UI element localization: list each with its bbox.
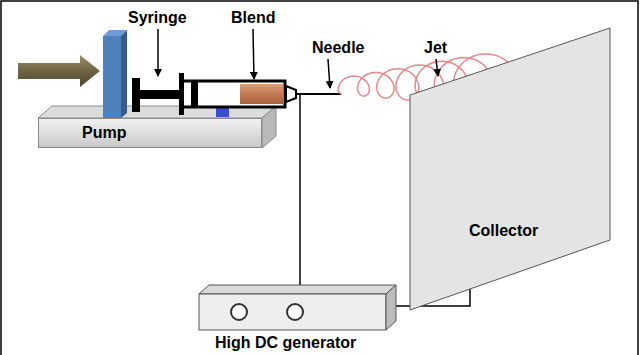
leader-line [157,29,159,76]
node-label: Collector [469,222,617,240]
generator-top [199,285,396,294]
barrel-flange [179,73,184,115]
needle [296,93,341,95]
generator-side [386,285,396,330]
polymer-blend [240,84,283,104]
part-label: Jet [424,39,447,57]
leader-line [253,29,254,79]
pusher-plate [103,36,121,118]
generator-knob [287,304,303,320]
syringe-tip [286,86,296,102]
leader-line [436,59,438,76]
pump-side [262,106,276,148]
needle-wire [299,95,301,285]
collector-plate: Collector [405,24,617,318]
syringe-barrel [182,81,285,107]
collector-shape [405,24,617,318]
part-label: Blend [231,9,275,27]
collector-outline [410,28,610,310]
node-label: Pump [82,119,126,147]
generator-box: High DC generator [195,282,401,353]
pump-box: Pump [38,118,262,148]
push-arrow [18,55,100,87]
plunger-head [191,82,198,106]
generator-knob [231,304,247,320]
node-label: High DC generator [215,334,401,352]
part-label: Needle [312,39,364,57]
generator-front [199,294,386,330]
plate-side [121,30,127,118]
part-label: Syringe [128,9,187,27]
leader-line [328,59,330,88]
generator-shape [195,282,401,334]
